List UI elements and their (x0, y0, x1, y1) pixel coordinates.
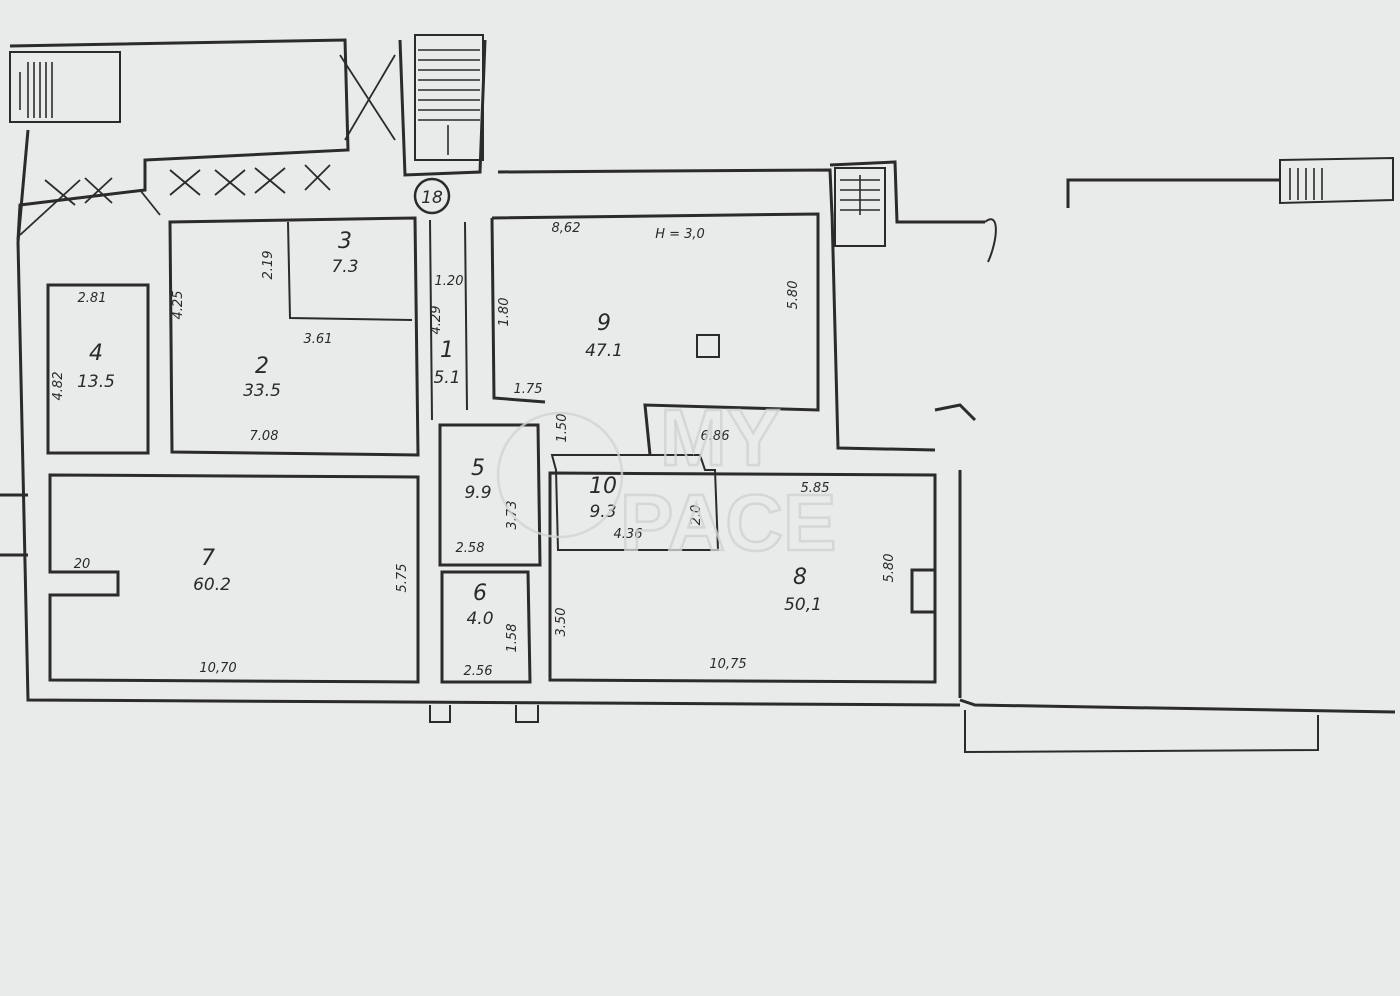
exterior-walls (0, 38, 1396, 754)
room-6-outline (440, 570, 532, 684)
dim-3-50: 3.50 (554, 608, 569, 637)
dimension-labels: 2.81 4.25 4.82 2.19 3.61 7.08 1.20 4.29 … (51, 221, 897, 679)
room-6-area: 4.0 (466, 609, 493, 629)
room-1-outline (429, 219, 468, 421)
room-5-outline (438, 423, 542, 567)
dim-1-50: 1.50 (555, 414, 570, 443)
room-9-outline (490, 212, 820, 456)
dim-5-75: 5.75 (395, 564, 410, 593)
dim-4-36: 4.36 (614, 527, 643, 542)
dim-5-80-right: 5.80 (882, 554, 897, 583)
room-labels: 4 13.5 2 33.5 3 7.3 1 5.1 9 47.1 5 9.9 1… (77, 229, 822, 629)
watermark-line1: MY (660, 393, 780, 482)
dim-3-61: 3.61 (304, 332, 333, 347)
dim-2-19: 2.19 (261, 251, 276, 280)
watermark-line2: PACE (620, 478, 836, 567)
room-2-number: 2 (255, 354, 269, 379)
room-8-outline (548, 471, 937, 684)
dim-1-58: 1.58 (505, 624, 520, 653)
axis-marker: 18 (413, 177, 451, 215)
room-3-number: 3 (338, 229, 352, 254)
room-7-outline (48, 473, 420, 684)
room-5-area: 9.9 (464, 483, 491, 503)
stairs-right (834, 167, 1323, 247)
dim-7-08: 7.08 (250, 429, 279, 444)
dim-4-29: 4.29 (429, 306, 444, 335)
dim-20: 20 (74, 557, 91, 572)
watermark: MY PACE (496, 392, 838, 568)
dim-8-62: 8,62 (552, 221, 581, 236)
room-9-column (696, 334, 720, 358)
room-7-number: 7 (201, 546, 215, 571)
hatched-walls (19, 54, 396, 236)
dim-4-82: 4.82 (51, 372, 66, 401)
dim-2-0: 2.0 (689, 505, 704, 526)
stairs-top-left (9, 51, 121, 123)
corridor-right (830, 211, 977, 452)
dim-2-58: 2.58 (456, 541, 485, 556)
room-9-number: 9 (597, 311, 611, 336)
room-4-area: 13.5 (77, 372, 115, 392)
room-8-number: 8 (793, 565, 807, 590)
room-5-number: 5 (471, 456, 485, 481)
dim-1-75: 1.75 (514, 382, 543, 397)
room-4-outline (46, 283, 150, 455)
room-10-outline (550, 454, 720, 551)
dim-4-25: 4.25 (171, 291, 186, 320)
dim-5-80-top: 5.80 (786, 281, 801, 310)
room-2-outline (168, 216, 420, 457)
dim-1-80: 1.80 (497, 298, 512, 327)
room-4-number: 4 (89, 341, 103, 366)
dim-6-86: 6.86 (701, 429, 730, 444)
stairs-center (414, 34, 484, 161)
room-10-area: 9.3 (589, 502, 616, 522)
axis-marker-label: 18 (421, 188, 443, 208)
room-1-area: 5.1 (433, 368, 460, 388)
dim-5-85: 5.85 (801, 481, 830, 496)
room-3-outline (287, 221, 413, 321)
room-8-area: 50,1 (784, 595, 822, 615)
piers (429, 705, 539, 723)
room-2-area: 33.5 (243, 381, 281, 401)
room-3-area: 7.3 (331, 257, 358, 277)
room-6-number: 6 (473, 581, 487, 606)
dim-1-20: 1.20 (435, 274, 464, 289)
dim-2-81: 2.81 (78, 291, 107, 306)
dim-10-75: 10,75 (709, 657, 746, 672)
dim-2-56: 2.56 (464, 664, 493, 679)
room-9-area: 47.1 (585, 341, 623, 361)
ceiling-height: H = 3,0 (655, 227, 705, 242)
room-10-number: 10 (589, 474, 617, 499)
room-7-area: 60.2 (193, 575, 231, 595)
room-1-number: 1 (440, 338, 454, 363)
dim-10-70: 10,70 (199, 661, 236, 676)
